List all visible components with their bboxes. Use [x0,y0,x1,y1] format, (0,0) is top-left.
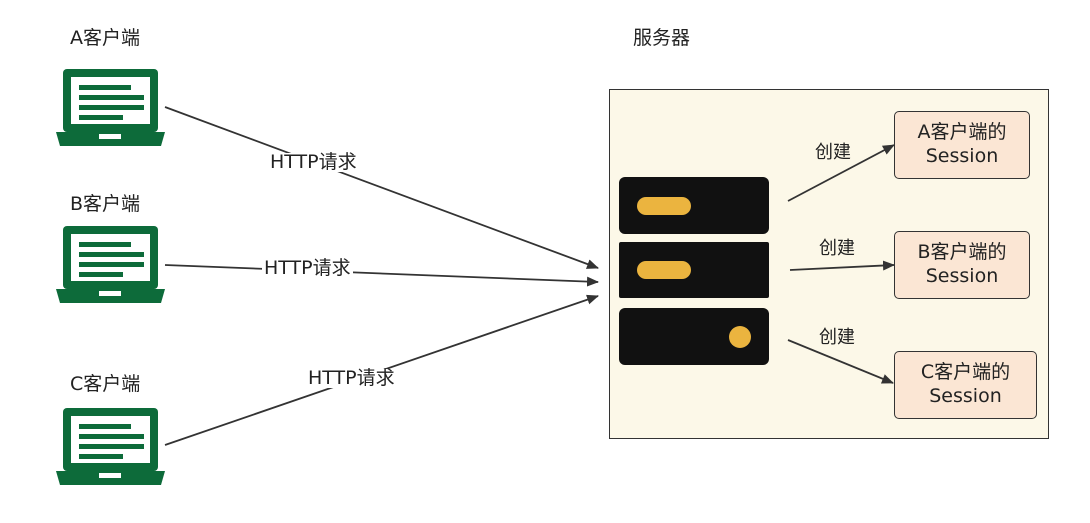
session-c-line2: Session [929,385,1002,407]
session-c-line1: C客户端的 [920,361,1011,384]
request-arrow-a [164,106,599,269]
session-b-line1: B客户端的 [917,241,1007,264]
request-label-b: HTTP请求 [262,257,353,279]
session-b-line2: Session [925,265,999,287]
request-label-c: HTTP请求 [306,367,397,389]
server-rack-icon [619,177,769,365]
session-a-line1: A客户端的 [917,121,1007,144]
client-c-laptop-icon [56,408,165,485]
client-a-laptop-icon [56,69,165,146]
session-box-c: C客户端的 Session [894,351,1037,419]
server-label: 服务器 [633,27,691,49]
create-label-b: 创建 [819,238,855,259]
request-label-a: HTTP请求 [268,151,359,173]
client-c-label: C客户端 [70,373,141,395]
client-b-label: B客户端 [70,193,141,215]
session-box-b: B客户端的 Session [894,231,1030,299]
session-a-line2: Session [925,145,999,167]
create-label-c: 创建 [819,327,855,348]
session-box-a: A客户端的 Session [894,111,1030,179]
request-arrow-b [164,264,599,287]
create-label-a: 创建 [815,142,851,163]
client-b-laptop-icon [56,226,165,303]
create-arrow-b [789,260,895,271]
client-a-label: A客户端 [70,27,140,49]
create-arrow-c [787,339,894,384]
create-arrow-a [787,144,895,202]
